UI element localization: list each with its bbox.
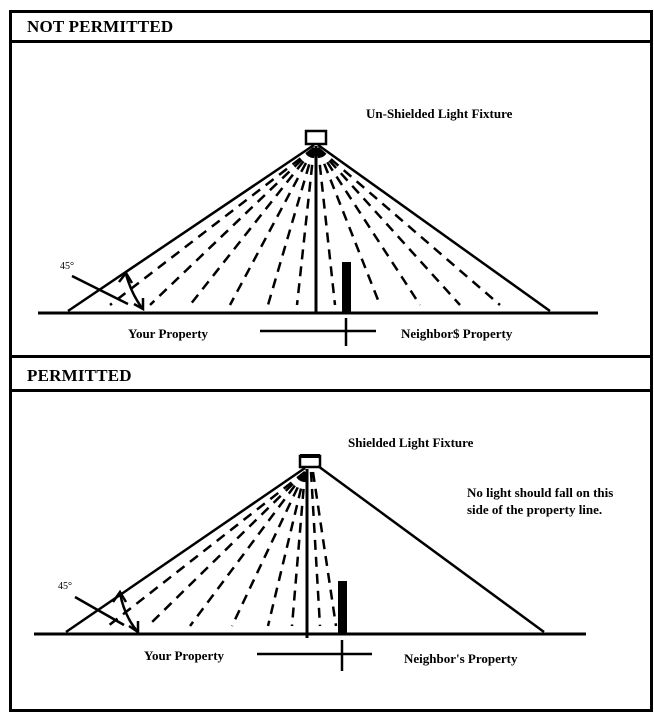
angle-label-1: 45° xyxy=(60,261,74,272)
not-permitted-header: NOT PERMITTED xyxy=(9,13,653,43)
diagram-frame xyxy=(9,10,653,712)
permitted-title: PERMITTED xyxy=(27,366,132,385)
unshielded-fixture-icon xyxy=(304,129,328,146)
light-rays-2 xyxy=(107,471,338,627)
neighbor-post-1 xyxy=(342,262,351,312)
neighbor-property-label-1: Neighbor$ Property xyxy=(401,326,513,341)
light-rays-1 xyxy=(109,147,501,306)
panel-divider xyxy=(9,355,653,358)
your-property-label-2: Your Property xyxy=(144,648,225,663)
angle-arrow-top-1 xyxy=(118,270,134,284)
light-cone-right-edge-1 xyxy=(317,143,551,313)
angle-arrow-bottom-1 xyxy=(133,298,145,312)
angle-pointer-2 xyxy=(74,595,125,627)
unshielded-diagram xyxy=(38,129,598,346)
shielded-cutoff-line xyxy=(317,464,545,634)
angle-arc-2 xyxy=(118,592,138,632)
light-cone-left-edge-2 xyxy=(65,466,306,634)
not-permitted-title: NOT PERMITTED xyxy=(27,17,174,36)
your-property-label-1: Your Property xyxy=(128,326,209,341)
permitted-header: PERMITTED xyxy=(9,362,653,392)
neighbor-post-2 xyxy=(338,581,347,633)
angle-label-2: 45° xyxy=(58,581,72,592)
shielded-fixture-label: Shielded Light Fixture xyxy=(348,435,474,450)
light-cone-left-edge-1 xyxy=(67,143,315,313)
angle-arrow-bottom-2 xyxy=(128,621,140,635)
neighbor-property-label-2: Neighbor's Property xyxy=(404,651,518,666)
unshielded-fixture-label: Un-Shielded Light Fixture xyxy=(366,106,513,121)
angle-arrow-top-2 xyxy=(111,589,128,603)
no-light-note: No light should fall on this side of the… xyxy=(467,485,614,517)
shielded-diagram xyxy=(34,454,586,671)
angle-pointer-1 xyxy=(71,274,129,306)
angle-arc-1 xyxy=(124,273,144,309)
